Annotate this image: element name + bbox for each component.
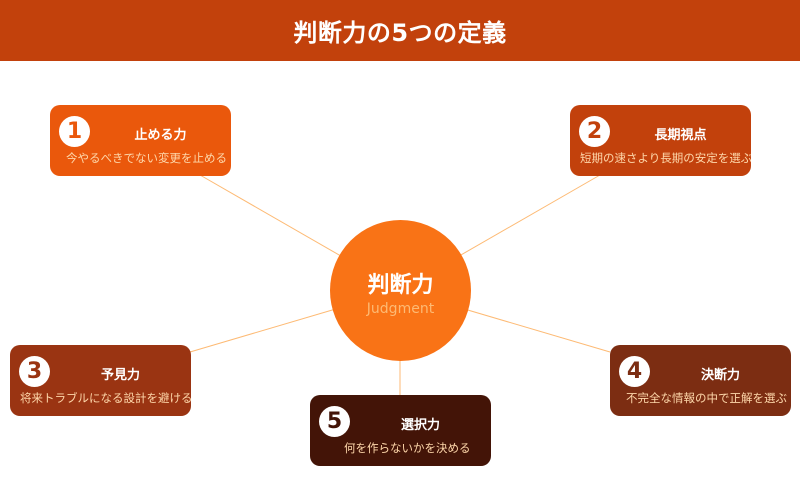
node-number-badge: 1 [59,116,90,147]
node-card-1: 1 止める力 今やるべきでない変更を止める [50,105,231,176]
node-card-2: 2 長期視点 短期の速さより長期の安定を選ぶ [570,105,751,176]
node-number-badge: 2 [579,116,610,147]
node-card-5: 5 選択力 何を作らないかを決める [310,395,491,466]
node-description: 不完全な情報の中で正解を選ぶ [626,391,787,405]
node-description: 短期の速さより長期の安定を選ぶ [580,151,751,165]
center-hub: 判断力 Judgment [330,220,471,361]
node-description: 今やるべきでない変更を止める [66,151,227,165]
center-title: 判断力 [367,272,434,298]
node-title: 止める力 [134,128,187,143]
node-card-4: 4 決断力 不完全な情報の中で正解を選ぶ [610,345,791,416]
header-bar: 判断力の5つの定義 [0,0,800,61]
node-number-badge: 5 [319,406,350,437]
node-title: 長期視点 [654,128,707,143]
node-description: 何を作らないかを決める [344,441,471,455]
node-title: 予見力 [100,368,140,383]
node-title: 選択力 [400,418,440,433]
page-title: 判断力の5つの定義 [293,19,507,47]
node-title: 決断力 [700,368,740,383]
node-card-3: 3 予見力 将来トラブルになる設計を避ける [10,345,191,416]
node-number-badge: 3 [19,356,50,387]
node-description: 将来トラブルになる設計を避ける [20,391,191,405]
center-subtitle: Judgment [366,300,435,317]
node-number-badge: 4 [619,356,650,387]
